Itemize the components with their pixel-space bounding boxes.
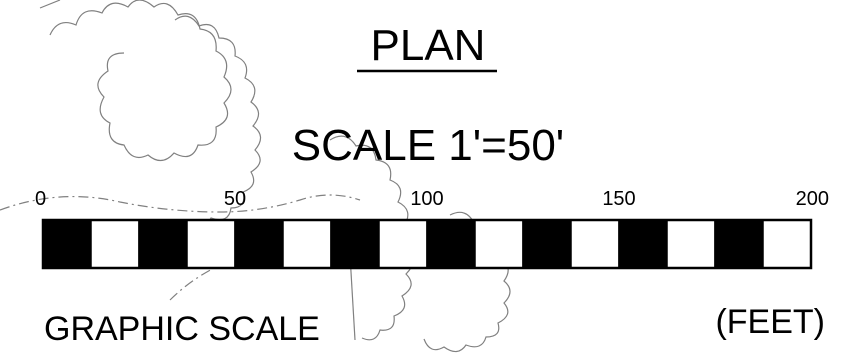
scale-segment-black — [426, 219, 476, 269]
plan-title: PLAN — [371, 21, 486, 70]
scale-ratio-label: SCALE 1'=50' — [292, 121, 564, 170]
scale-segment-black — [330, 219, 380, 269]
scale-bar-outline — [41, 218, 813, 270]
scale-segment-black — [618, 219, 668, 269]
scale-segment-white — [282, 219, 332, 269]
scale-segment-white — [378, 219, 428, 269]
scale-segment-white — [762, 219, 812, 269]
sketch-line-corner — [39, 0, 61, 9]
scale-segment-black — [42, 219, 92, 269]
dashed-boundary-line — [0, 194, 361, 213]
scale-segment-white — [90, 219, 140, 269]
graphic-scale-bar — [41, 218, 813, 270]
scale-segment-black — [234, 219, 284, 269]
scale-segment-white — [474, 219, 524, 269]
scale-tick-label: 0 — [35, 188, 46, 210]
tree-canopy-outline-upper — [49, 0, 232, 162]
scale-segment-white — [666, 219, 716, 269]
scale-segment-black — [714, 219, 764, 269]
scale-segment-white — [570, 219, 620, 269]
scale-segment-black — [522, 219, 572, 269]
scale-tick-label: 200 — [796, 188, 829, 210]
units-label: (FEET) — [715, 303, 825, 341]
scale-tick-label: 50 — [224, 188, 246, 210]
scale-segment-black — [138, 219, 188, 269]
scale-segment-white — [186, 219, 236, 269]
scale-tick-label: 150 — [602, 188, 635, 210]
graphic-scale-label: GRAPHIC SCALE — [44, 310, 320, 348]
tree-canopy-outline-diagonal — [174, 15, 262, 227]
scale-tick-label: 100 — [410, 188, 443, 210]
scale-tick-labels: 0 50 100 150 200 — [35, 188, 829, 210]
